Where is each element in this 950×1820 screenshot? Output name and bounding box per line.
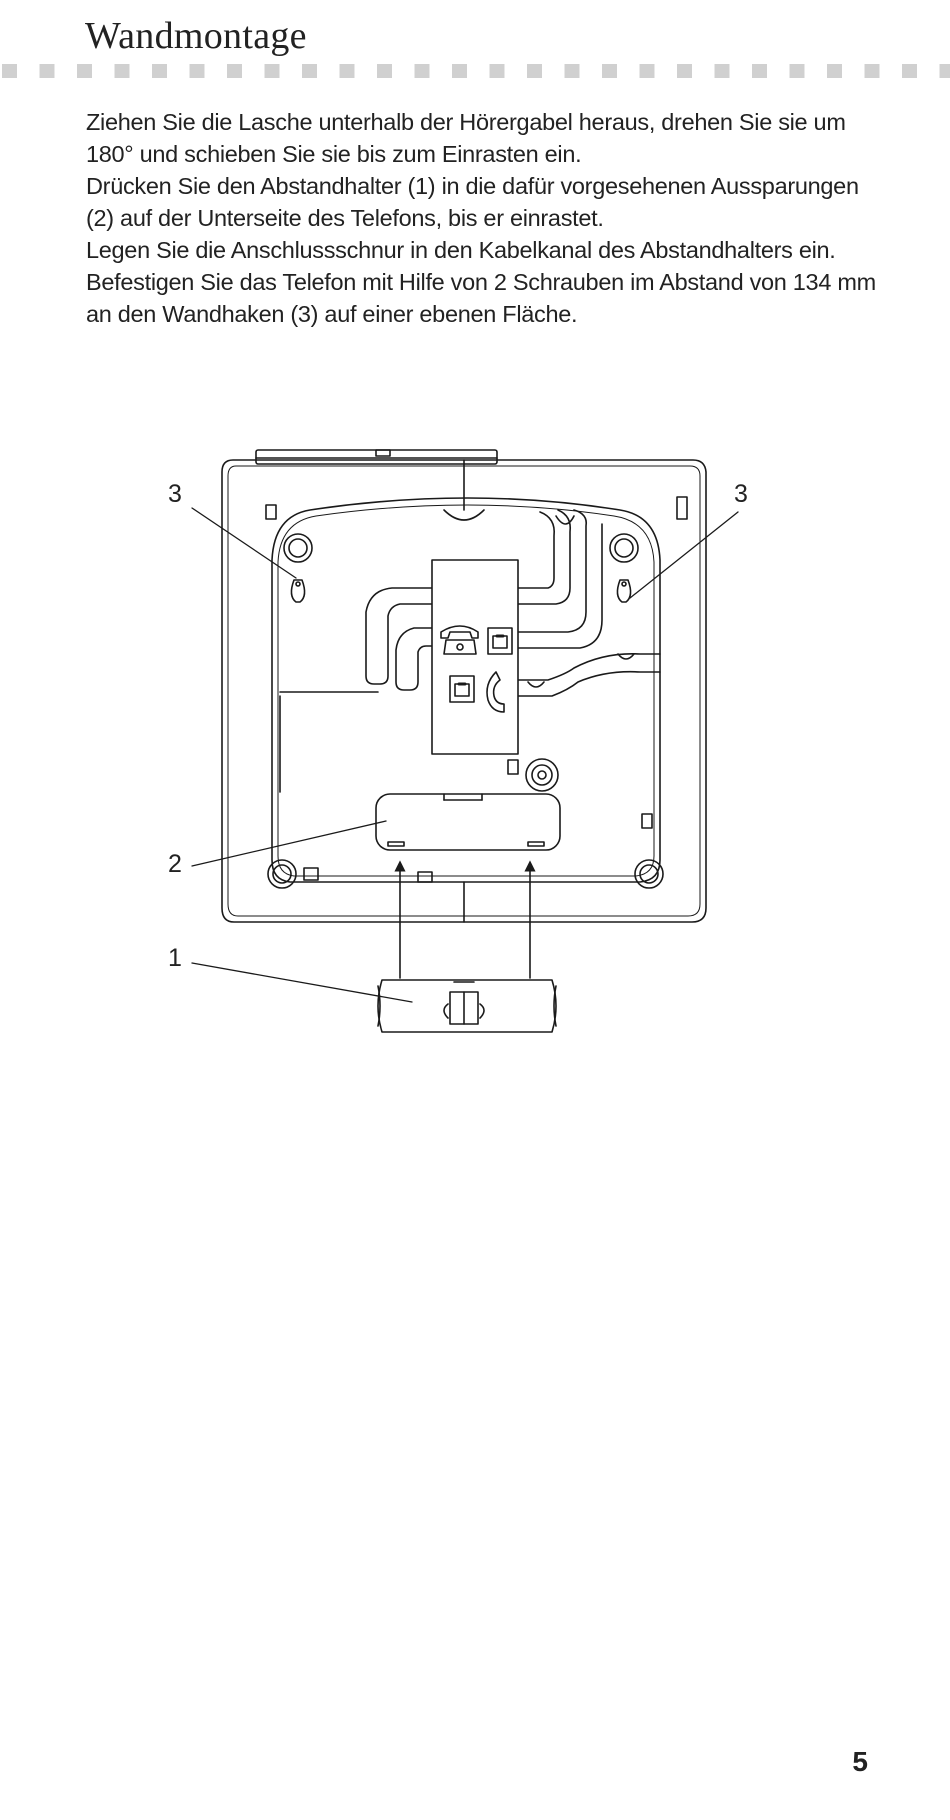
corner-foot-left <box>267 859 319 889</box>
small-tab <box>417 871 433 883</box>
divider-dot <box>227 64 242 78</box>
divider-dot <box>902 64 917 78</box>
divider-dot <box>152 64 167 78</box>
divider-dot <box>339 64 355 78</box>
divider-dot <box>677 64 692 78</box>
divider-dot <box>377 64 392 78</box>
wall-mount-diagram: 3 3 2 1 <box>168 449 748 1033</box>
divider-dot <box>189 64 205 78</box>
instruction-step-2: Drücken Sie den Abstandhalter (1) in die… <box>86 173 859 231</box>
handset-symbol-icon <box>486 671 505 713</box>
corner-foot-right <box>634 859 664 889</box>
spacer-recess <box>375 793 561 851</box>
divider-dot <box>302 64 317 78</box>
phone-base-outline <box>221 459 707 923</box>
insertion-arrows <box>394 860 536 979</box>
decorative-dot-divider <box>2 64 950 78</box>
divider-dot <box>602 64 617 78</box>
divider-dot <box>639 64 655 78</box>
instruction-step-1: Ziehen Sie die Lasche unterhalb der Höre… <box>86 109 846 167</box>
callout-label-recess: 2 <box>168 850 182 878</box>
divider-dot <box>864 64 880 78</box>
divider-dot <box>752 64 767 78</box>
cable-channel-right <box>517 509 661 697</box>
divider-dot <box>264 64 280 78</box>
divider-dot <box>489 64 505 78</box>
page-title: Wandmontage <box>85 15 307 57</box>
callout-label-spacer: 1 <box>168 944 182 972</box>
line-jack-icon <box>487 627 513 655</box>
cradle-top <box>255 449 498 465</box>
instruction-step-3: Legen Sie die Anschlussschnur in den Kab… <box>86 237 836 263</box>
divider-dot <box>2 64 17 78</box>
telephone-symbol-icon <box>440 625 479 655</box>
instructions: Ziehen Sie die Lasche unterhalb der Höre… <box>86 106 886 330</box>
handset-jack-icon <box>449 675 475 703</box>
connector-block <box>431 559 519 755</box>
divider-dot <box>527 64 542 78</box>
divider-dot <box>414 64 430 78</box>
divider-dot <box>939 64 950 78</box>
divider-dot <box>39 64 55 78</box>
divider-dot <box>714 64 730 78</box>
callout-label-wall-hook-left: 3 <box>168 480 182 508</box>
cable-channel-left <box>279 587 433 793</box>
wall-hook-right <box>609 496 688 603</box>
divider-dot <box>789 64 805 78</box>
instruction-step-4: Befestigen Sie das Telefon mit Hilfe von… <box>86 269 876 327</box>
callout-leaders <box>191 507 739 1003</box>
divider-dot <box>114 64 130 78</box>
divider-dot <box>564 64 580 78</box>
spacer-part <box>377 979 557 1033</box>
wall-hook-left <box>265 504 313 603</box>
callout-label-wall-hook-right: 3 <box>734 480 748 508</box>
divider-dot <box>452 64 467 78</box>
divider-dot <box>77 64 92 78</box>
center-foot <box>507 758 653 829</box>
divider-dot <box>827 64 842 78</box>
page-number: 5 <box>852 1746 868 1777</box>
